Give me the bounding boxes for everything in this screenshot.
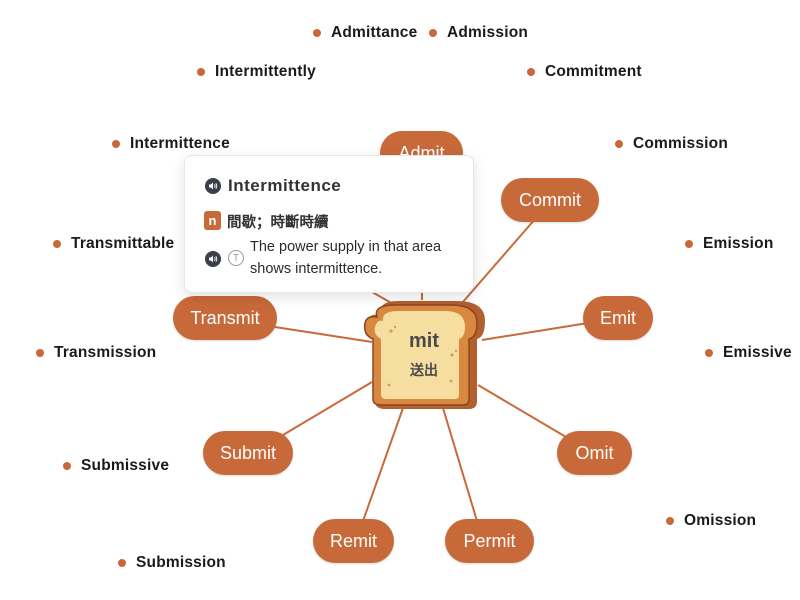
word-transmittable[interactable]: Transmittable — [53, 235, 174, 253]
connector-emit — [481, 322, 589, 341]
speaker-icon[interactable] — [205, 251, 221, 267]
example-sentence: The power supply in that area shows inte… — [250, 239, 442, 277]
word-admittance[interactable]: Admittance — [313, 24, 417, 42]
connector-permit — [442, 407, 478, 522]
word-emission[interactable]: Emission — [685, 235, 774, 253]
branch-remit[interactable]: Remit — [313, 519, 394, 563]
root-meaning: 送出 — [410, 363, 438, 379]
translate-icon[interactable]: T — [228, 250, 244, 266]
word-submission[interactable]: Submission — [118, 554, 226, 572]
bullet-dot — [705, 349, 713, 357]
word-transmission[interactable]: Transmission — [36, 344, 156, 362]
word-emissive[interactable]: Emissive — [705, 344, 792, 362]
toast-icon — [363, 301, 485, 409]
branch-transmit[interactable]: Transmit — [173, 296, 277, 340]
bullet-dot — [666, 517, 674, 525]
word-tooltip: Intermittence n 間歇；時斷時續 T The power supp… — [184, 155, 474, 293]
root-word: mit — [409, 330, 439, 352]
speaker-icon[interactable] — [205, 178, 221, 194]
connector-submit — [282, 381, 373, 436]
bullet-dot — [36, 349, 44, 357]
word-commitment[interactable]: Commitment — [527, 63, 642, 81]
bullet-dot — [63, 462, 71, 470]
branch-submit[interactable]: Submit — [203, 431, 293, 475]
branch-emit[interactable]: Emit — [583, 296, 653, 340]
connector-omit — [477, 384, 567, 438]
word-intermittence[interactable]: Intermittence — [112, 135, 230, 153]
bullet-dot — [118, 559, 126, 567]
connector-transmit — [274, 326, 373, 343]
branch-omit[interactable]: Omit — [557, 431, 632, 475]
connector-remit — [362, 407, 404, 522]
word-omission[interactable]: Omission — [666, 512, 756, 530]
bullet-dot — [112, 140, 120, 148]
connector-commit — [461, 217, 537, 304]
bullet-dot — [615, 140, 623, 148]
bullet-dot — [197, 68, 205, 76]
part-of-speech-badge: n — [204, 211, 221, 230]
bullet-dot — [429, 29, 437, 37]
tooltip-meaning: 間歇；時斷時續 — [227, 215, 329, 231]
word-submissive[interactable]: Submissive — [63, 457, 169, 475]
bullet-dot — [53, 240, 61, 248]
bullet-dot — [527, 68, 535, 76]
word-commission[interactable]: Commission — [615, 135, 728, 153]
word-admission[interactable]: Admission — [429, 24, 528, 42]
branch-permit[interactable]: Permit — [445, 519, 534, 563]
root-node[interactable]: mit 送出 — [359, 297, 489, 411]
branch-commit[interactable]: Commit — [501, 178, 599, 222]
bullet-dot — [685, 240, 693, 248]
word-intermittently[interactable]: Intermittently — [197, 63, 316, 81]
bullet-dot — [313, 29, 321, 37]
tooltip-word: Intermittence — [228, 176, 342, 195]
